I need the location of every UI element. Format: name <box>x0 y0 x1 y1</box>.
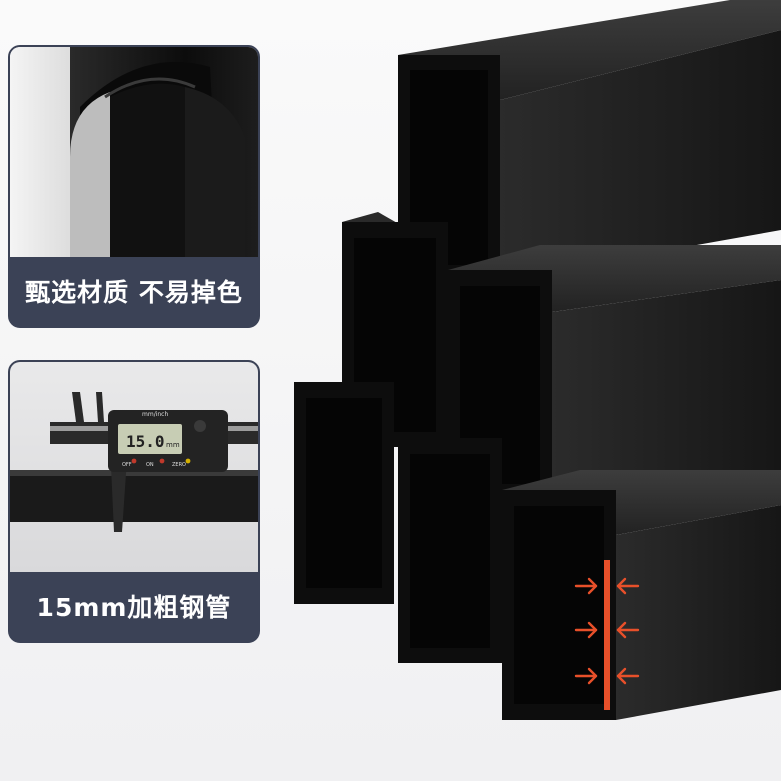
caliper-illustration: mm/inch 15.0 mm OFF ON ZERO <box>10 392 258 532</box>
arrow-right-icon <box>574 621 598 639</box>
thickness-arrows <box>574 577 640 685</box>
tube-bottom-right <box>502 470 781 720</box>
arrow-left-icon <box>616 577 640 595</box>
stacked-tubes-illustration <box>294 0 781 720</box>
caliper-on-label: ON <box>146 462 154 468</box>
caliper-measurement-photo: mm/inch 15.0 mm OFF ON ZERO <box>10 362 258 572</box>
caliper-reading: 15.0 <box>126 432 165 451</box>
material-feature-caption: 甄选材质 不易掉色 <box>25 277 243 307</box>
arrow-left-icon <box>616 621 640 639</box>
tube-cross-section-illustration <box>10 47 258 257</box>
tube-cross-section-photo <box>10 47 258 257</box>
tube-middle-left <box>342 212 448 447</box>
arrow-left-icon <box>616 667 640 685</box>
caliper-unit: mm <box>166 441 180 449</box>
tube-middle-right <box>448 245 781 500</box>
tube-bottom-middle <box>398 438 502 663</box>
tube-top <box>398 0 781 280</box>
thickness-feature-caption: 15mm加粗钢管 <box>36 592 232 622</box>
arrow-right-icon <box>574 667 598 685</box>
material-feature-card: 甄选材质 不易掉色 <box>8 45 260 328</box>
caliper-zero-label: ZERO <box>172 462 186 468</box>
caliper-off-label: OFF <box>122 462 132 468</box>
arrow-right-icon <box>574 577 598 595</box>
caliper-mode-label: mm/inch <box>142 411 168 418</box>
stacked-square-steel-tubes-photo <box>280 0 781 781</box>
thickness-feature-card: mm/inch 15.0 mm OFF ON ZERO 15mm加粗钢管 <box>8 360 260 643</box>
tube-bottom-left <box>294 382 394 604</box>
wall-thickness-highlight <box>604 560 610 710</box>
